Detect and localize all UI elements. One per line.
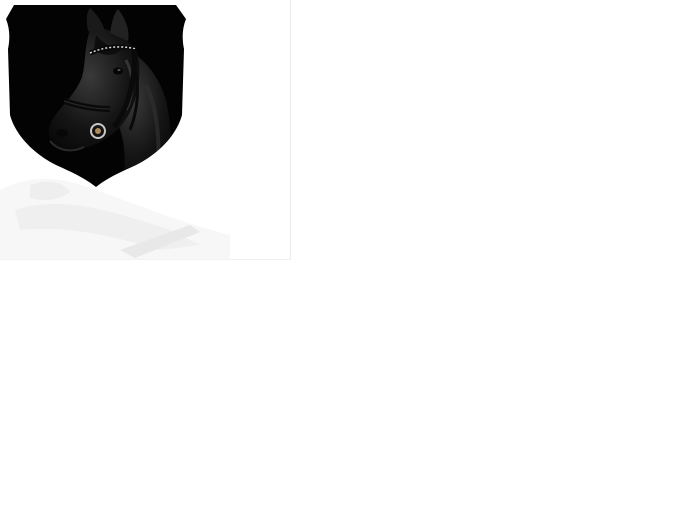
white-drape-image — [0, 178, 230, 259]
image-frame — [0, 0, 291, 260]
horse-shield-image — [6, 5, 186, 187]
